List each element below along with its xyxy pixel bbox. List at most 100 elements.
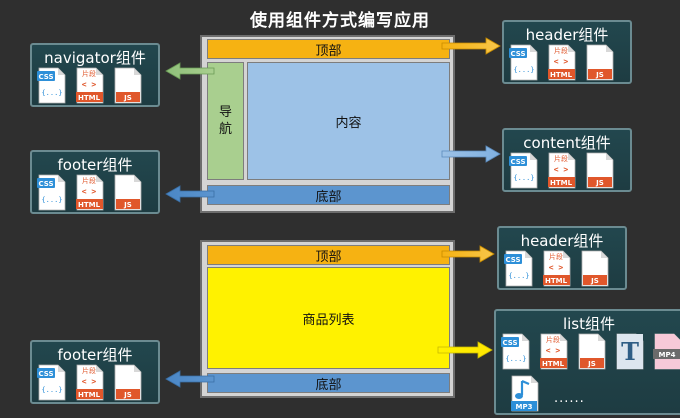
font-file-icon: T bbox=[616, 333, 644, 370]
svg-text:片段: 片段 bbox=[546, 335, 560, 344]
arrow-top-nav bbox=[165, 62, 215, 80]
svg-text:JS: JS bbox=[123, 94, 132, 102]
css-icon: CSS {...} bbox=[37, 364, 66, 401]
js-file-icon: JS bbox=[586, 152, 614, 189]
js-icon: JS bbox=[113, 174, 142, 211]
content-component-card: content组件 CSS {...} 片段< >HTML JS bbox=[502, 128, 632, 192]
css-file-icon: CSS{...} bbox=[504, 250, 533, 287]
top-header-label: 顶部 bbox=[315, 43, 342, 59]
svg-text:片段: 片段 bbox=[82, 176, 96, 185]
arrow-bottom-header bbox=[441, 245, 495, 263]
top-header-block: 顶部 bbox=[207, 39, 450, 59]
svg-text:JS: JS bbox=[590, 277, 599, 285]
svg-text:{...}: {...} bbox=[41, 386, 62, 394]
svg-text:MP4: MP4 bbox=[659, 351, 676, 359]
content-card-title: content组件 bbox=[523, 134, 611, 152]
top-footer-label: 底部 bbox=[315, 189, 342, 205]
html-icon: 片段< >HTML bbox=[539, 333, 568, 370]
footer-card-title-top: footer组件 bbox=[57, 156, 133, 174]
top-content-block: 内容 bbox=[247, 62, 450, 180]
arrow-bottom-list bbox=[437, 341, 493, 359]
js-icon: JS bbox=[113, 67, 142, 104]
svg-text:HTML: HTML bbox=[542, 360, 565, 368]
svg-text:{...}: {...} bbox=[505, 355, 526, 363]
css-icon: CSS {...} bbox=[509, 152, 538, 189]
svg-text:JS: JS bbox=[123, 391, 132, 399]
bottom-header-label: 顶部 bbox=[315, 249, 342, 265]
bottom-list-label: 商品列表 bbox=[302, 312, 355, 328]
svg-text:HTML: HTML bbox=[78, 391, 101, 399]
css-file-icon: CSS {...} bbox=[37, 174, 66, 211]
js-icon: JS bbox=[580, 250, 609, 287]
svg-text:片段: 片段 bbox=[549, 252, 563, 261]
css-icon: CSS {...} bbox=[37, 174, 66, 211]
svg-text:MP3: MP3 bbox=[516, 403, 533, 411]
css-icon: CSS{...} bbox=[504, 250, 533, 287]
arrow-bottom-footer bbox=[165, 370, 215, 388]
bottom-footer-block: 底部 bbox=[207, 373, 450, 393]
svg-text:JS: JS bbox=[587, 360, 596, 368]
js-icon: JS bbox=[585, 44, 614, 81]
svg-text:CSS: CSS bbox=[510, 158, 525, 166]
svg-text:{...}: {...} bbox=[41, 89, 62, 97]
mp3-file-icon: MP3 bbox=[511, 375, 539, 412]
html-file-icon: 片段< >HTML bbox=[76, 67, 104, 104]
js-file-icon: JS bbox=[581, 250, 609, 287]
list-more-ellipsis: ...... bbox=[554, 391, 585, 406]
svg-text:CSS: CSS bbox=[38, 180, 53, 188]
css-file-icon: CSS {...} bbox=[509, 44, 538, 81]
css-icon: CSS {...} bbox=[509, 44, 538, 81]
arrow-top-header bbox=[441, 37, 501, 55]
bottom-footer-label: 底部 bbox=[315, 377, 342, 393]
top-nav-block: 导航 bbox=[207, 62, 244, 180]
svg-text:片段: 片段 bbox=[554, 154, 568, 163]
svg-text:CSS: CSS bbox=[510, 50, 525, 58]
svg-text:HTML: HTML bbox=[545, 277, 568, 285]
svg-text:CSS: CSS bbox=[38, 370, 53, 378]
html-icon: 片段< >HTML bbox=[547, 44, 576, 81]
js-file-icon: JS bbox=[586, 44, 614, 81]
svg-text:{...}: {...} bbox=[41, 196, 62, 204]
html-file-icon: 片段< >HTML bbox=[548, 152, 576, 189]
svg-text:片段: 片段 bbox=[554, 46, 568, 55]
header-card-title-bottom: header组件 bbox=[520, 232, 604, 250]
html-icon: 片段< >HTML bbox=[75, 364, 104, 401]
js-file-icon: JS bbox=[578, 333, 606, 370]
css-file-icon: CSS {...} bbox=[37, 364, 66, 401]
arrow-top-content bbox=[441, 145, 501, 163]
navigator-card-title: navigator组件 bbox=[44, 49, 146, 67]
top-footer-block: 底部 bbox=[207, 185, 450, 205]
html-file-icon: 片段< >HTML bbox=[540, 333, 568, 370]
diagram-title: 使用组件方式编写应用 bbox=[250, 11, 430, 31]
svg-text:{...}: {...} bbox=[513, 66, 534, 74]
js-icon: JS bbox=[113, 364, 142, 401]
html-icon: 片段< >HTML bbox=[547, 152, 576, 189]
svg-text:CSS: CSS bbox=[502, 339, 517, 347]
svg-text:CSS: CSS bbox=[505, 256, 520, 264]
html-icon: 片段< >HTML bbox=[75, 174, 104, 211]
svg-text:片段: 片段 bbox=[82, 366, 96, 375]
html-file-icon: 片段< >HTML bbox=[548, 44, 576, 81]
svg-text:JS: JS bbox=[595, 71, 604, 79]
svg-text:< >: < > bbox=[549, 263, 564, 272]
arrow-top-footer bbox=[165, 185, 215, 203]
mp4-file-icon: MP4 bbox=[653, 333, 680, 370]
svg-text:HTML: HTML bbox=[550, 179, 573, 187]
top-content-label: 内容 bbox=[335, 115, 362, 131]
mp3-icon: MP3 bbox=[510, 375, 539, 412]
list-card-title: list组件 bbox=[562, 315, 616, 333]
svg-text:JS: JS bbox=[595, 179, 604, 187]
html-file-icon: 片段 < > HTML bbox=[543, 250, 571, 287]
svg-text:JS: JS bbox=[123, 201, 132, 209]
css-file-icon: CSS{...} bbox=[37, 67, 66, 104]
svg-text:片段: 片段 bbox=[82, 69, 96, 78]
css-file-icon: CSS {...} bbox=[501, 333, 530, 370]
bottom-header-block: 顶部 bbox=[207, 245, 450, 265]
top-nav-label: 导航 bbox=[218, 105, 232, 137]
svg-text:T: T bbox=[621, 337, 639, 366]
svg-text:< >: < > bbox=[82, 187, 97, 196]
svg-text:HTML: HTML bbox=[550, 71, 573, 79]
svg-text:{...}: {...} bbox=[513, 174, 534, 182]
